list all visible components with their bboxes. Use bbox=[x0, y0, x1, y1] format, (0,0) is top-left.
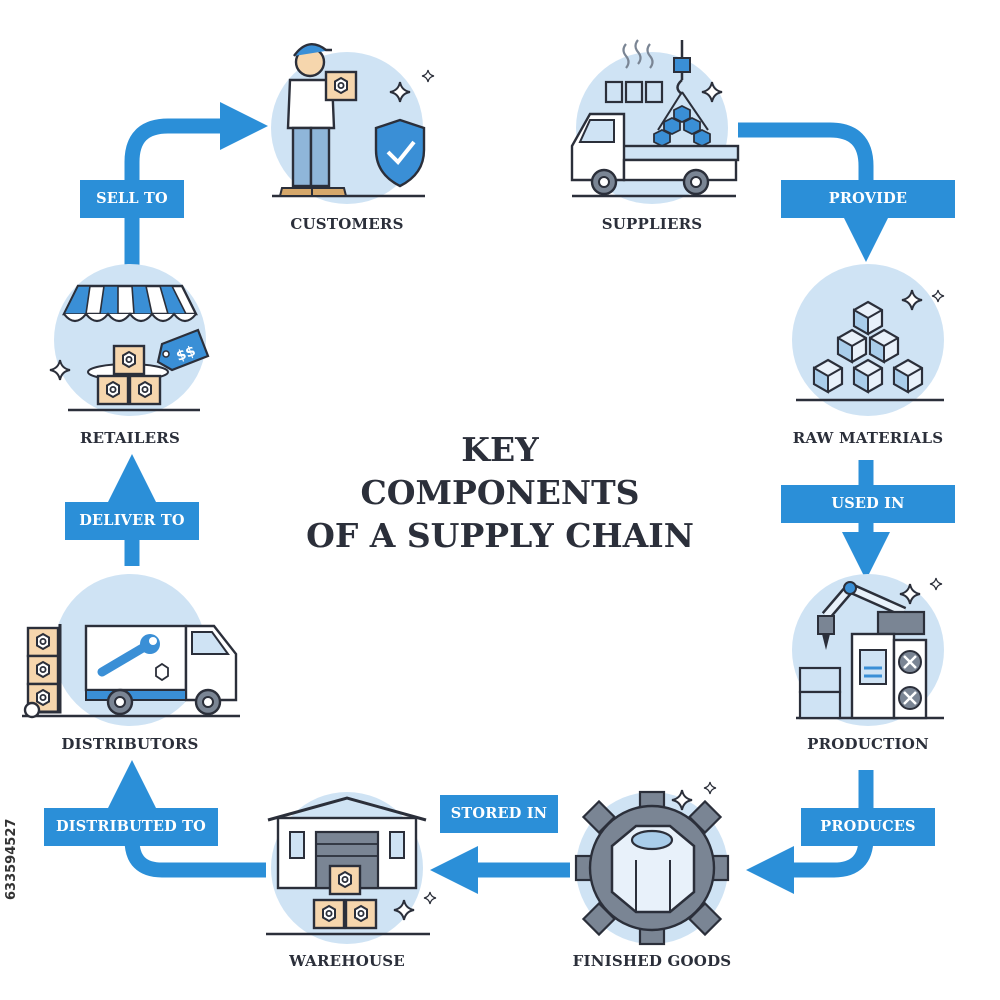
stock-id-text: 633594527 bbox=[4, 818, 19, 900]
steam-lines bbox=[622, 39, 654, 69]
distributors-illustration bbox=[22, 574, 240, 726]
supplier-truck-icon bbox=[570, 112, 740, 196]
raw-materials-illustration bbox=[792, 264, 945, 416]
edge-label-sell-to: SELL TO bbox=[80, 180, 184, 218]
node-label-raw-materials: RAW MATERIALS bbox=[792, 429, 944, 447]
price-tag-text: $$ bbox=[174, 343, 198, 365]
gear-nut-icon bbox=[574, 790, 730, 946]
node-label-suppliers: SUPPLIERS bbox=[601, 215, 703, 233]
diagram-title: KEY COMPONENTS OF A SUPPLY CHAIN bbox=[260, 428, 740, 557]
edge-label-stored-in: STORED IN bbox=[440, 795, 558, 833]
arrow-retailers-to-customers bbox=[124, 101, 269, 268]
customer-person-icon bbox=[278, 43, 358, 197]
node-label-warehouse: WAREHOUSE bbox=[289, 952, 405, 970]
production-illustration bbox=[792, 574, 944, 726]
title-line-2: COMPONENTS bbox=[360, 473, 640, 512]
edge-label-produces: PRODUCES bbox=[801, 808, 935, 846]
box-icon bbox=[328, 864, 362, 896]
title-line-1: KEY bbox=[461, 430, 539, 469]
title-line-3: OF A SUPPLY CHAIN bbox=[306, 516, 694, 555]
edge-label-distributed-to: DISTRIBUTED TO bbox=[44, 808, 218, 846]
warehouse-illustration bbox=[266, 792, 437, 944]
wrench-icon bbox=[97, 634, 169, 682]
crane-hook-icon bbox=[653, 40, 711, 148]
machine-icon bbox=[798, 632, 928, 720]
node-label-distributors: DISTRIBUTORS bbox=[61, 735, 199, 753]
retailers-illustration: $$ bbox=[49, 264, 210, 416]
node-label-customers: CUSTOMERS bbox=[290, 215, 404, 233]
edge-label-used-in: USED IN bbox=[781, 485, 955, 523]
robot-arm-icon bbox=[817, 581, 926, 650]
customers-illustration bbox=[271, 43, 435, 204]
node-label-production: PRODUCTION bbox=[807, 735, 929, 753]
edge-label-deliver-to: DELIVER TO bbox=[65, 502, 199, 540]
node-label-retailers: RETAILERS bbox=[80, 429, 180, 447]
suppliers-illustration bbox=[570, 39, 740, 204]
delivery-truck-icon bbox=[84, 624, 238, 716]
check-shield-icon bbox=[374, 118, 426, 188]
node-label-finished-goods: FINISHED GOODS bbox=[572, 952, 732, 970]
arrow-suppliers-to-raw-materials bbox=[738, 122, 891, 263]
price-tag-icon: $$ bbox=[156, 328, 210, 372]
hand-truck-icon bbox=[23, 624, 62, 719]
edge-label-provide: PROVIDE bbox=[781, 180, 955, 218]
finished-goods-illustration bbox=[574, 781, 730, 946]
shop-awning-icon bbox=[62, 284, 198, 406]
